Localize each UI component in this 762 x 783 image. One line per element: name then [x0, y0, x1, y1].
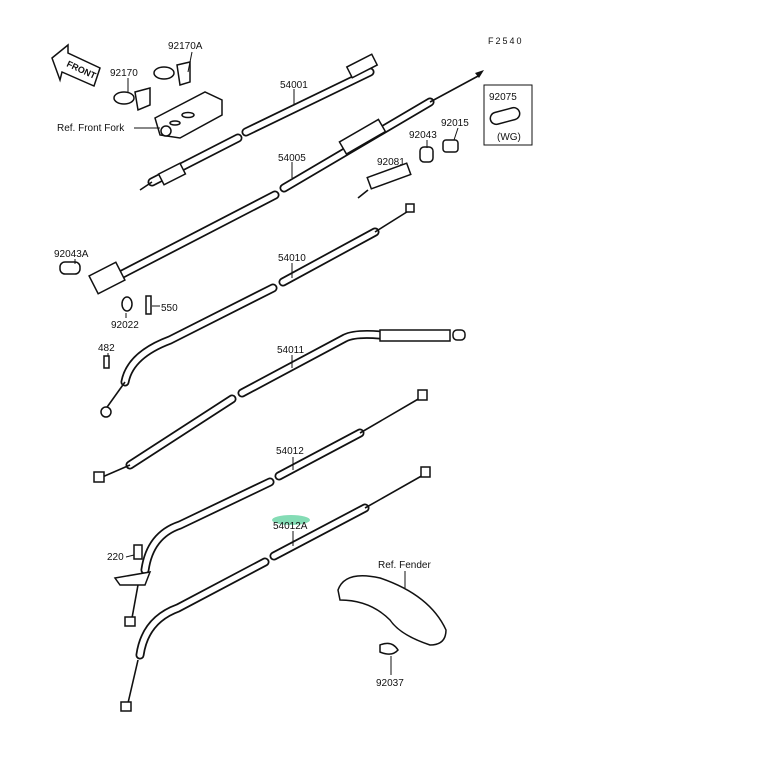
cable-54011: [93, 329, 466, 483]
label-54001[interactable]: 54001: [280, 80, 308, 91]
figure-code: F2540: [488, 36, 524, 46]
highlight-marker: [272, 515, 310, 525]
label-54012A[interactable]: 54012A: [273, 521, 308, 532]
small-parts: [59, 139, 459, 369]
label-wg: (WG): [497, 132, 521, 143]
cable-54012A: [120, 466, 431, 712]
label-92037[interactable]: 92037: [376, 678, 404, 689]
label-92170A[interactable]: 92170A: [168, 41, 203, 52]
label-92075[interactable]: 92075: [489, 92, 517, 103]
cable-54010: [100, 203, 415, 418]
label-92022[interactable]: 92022: [111, 320, 139, 331]
front-arrow-icon: FRONT: [51, 43, 101, 88]
label-482[interactable]: 482: [98, 343, 115, 354]
cable-54005: [88, 70, 484, 295]
meter-bracket: [113, 61, 223, 139]
label-54010[interactable]: 54010: [278, 253, 306, 264]
label-92043[interactable]: 92043: [409, 130, 437, 141]
label-550[interactable]: 550: [161, 303, 178, 314]
label-92081[interactable]: 92081: [377, 157, 405, 168]
label-ref-front-fork: Ref. Front Fork: [57, 123, 125, 134]
label-ref-fender: Ref. Fender: [378, 560, 431, 571]
label-54005[interactable]: 54005: [278, 153, 306, 164]
fender: [337, 575, 447, 655]
label-92043A[interactable]: 92043A: [54, 249, 89, 260]
label-92015[interactable]: 92015: [441, 118, 469, 129]
label-220[interactable]: 220: [107, 552, 124, 563]
cable-54001: [139, 53, 379, 191]
label-54011[interactable]: 54011: [277, 345, 305, 356]
label-54012[interactable]: 54012: [276, 446, 304, 457]
wg-box: [483, 84, 533, 146]
label-92170[interactable]: 92170: [110, 68, 138, 79]
leader-lines: [74, 51, 459, 675]
